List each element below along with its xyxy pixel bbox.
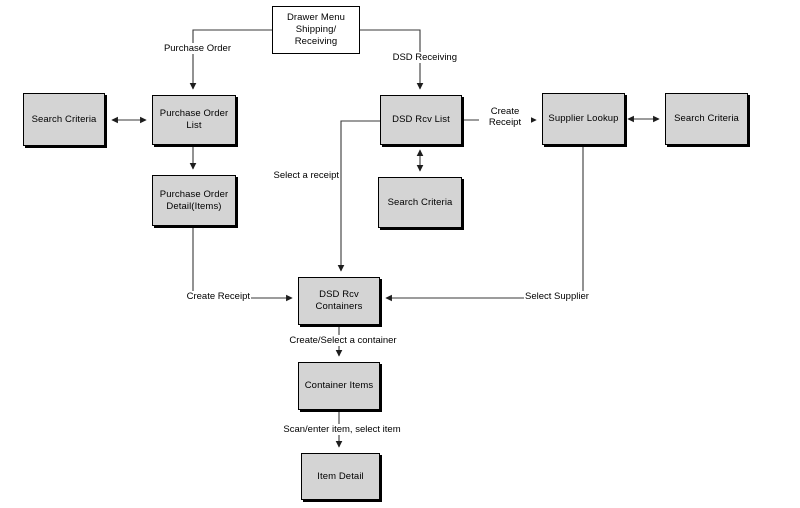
node-purchase-order-list-label: Purchase Order List [159, 108, 229, 131]
edge-label-scan-enter-item: Scan/enter item, select item [272, 424, 412, 435]
edge-label-create-receipt-po: Create Receipt [173, 291, 251, 302]
edge-label-create-select-a-container: Create/Select a container [279, 335, 407, 346]
node-purchase-order-detail[interactable]: Purchase Order Detail(Items) [152, 175, 236, 226]
node-item-detail-label: Item Detail [317, 470, 364, 482]
edge-label-dsd-receiving: DSD Receiving [384, 52, 458, 63]
edge-drawer-to-po-list [189, 29, 272, 90]
node-search-criteria-supplier[interactable]: Search Criteria [665, 93, 748, 145]
node-purchase-order-list[interactable]: Purchase Order List [152, 95, 236, 145]
node-search-criteria-purchase-order-label: Search Criteria [31, 113, 97, 125]
edge-drawer-to-dsd-list [360, 29, 424, 90]
edge-label-purchase-order: Purchase Order [156, 43, 232, 54]
node-supplier-lookup-label: Supplier Lookup [548, 113, 619, 124]
node-drawer-menu-label: Drawer Menu Shipping/ Receiving [286, 12, 346, 47]
edge-dsd-list-to-containers [337, 120, 380, 272]
node-search-criteria-purchase-order[interactable]: Search Criteria [23, 93, 105, 146]
node-dsd-rcv-containers[interactable]: DSD Rcv Containers [298, 277, 380, 325]
edge-po-detail-to-containers [192, 226, 293, 302]
node-dsd-rcv-containers-label: DSD Rcv Containers [315, 289, 363, 312]
edge-label-select-supplier: Select Supplier [524, 291, 602, 302]
edge-label-create-receipt-supplier: Create Receipt [479, 106, 531, 128]
node-dsd-rcv-list-label: DSD Rcv List [392, 114, 450, 125]
node-container-items[interactable]: Container Items [298, 362, 380, 410]
node-supplier-lookup[interactable]: Supplier Lookup [542, 93, 625, 145]
node-search-criteria-supplier-label: Search Criteria [674, 113, 739, 124]
node-search-criteria-dsd[interactable]: Search Criteria [378, 177, 462, 228]
node-drawer-menu[interactable]: Drawer Menu Shipping/ Receiving [272, 6, 360, 54]
node-container-items-label: Container Items [304, 380, 374, 391]
node-purchase-order-detail-label: Purchase Order Detail(Items) [159, 188, 229, 212]
node-item-detail[interactable]: Item Detail [301, 453, 380, 500]
node-dsd-rcv-list[interactable]: DSD Rcv List [380, 95, 462, 145]
edge-label-select-a-receipt: Select a receipt [258, 170, 340, 181]
node-search-criteria-dsd-label: Search Criteria [387, 196, 453, 208]
